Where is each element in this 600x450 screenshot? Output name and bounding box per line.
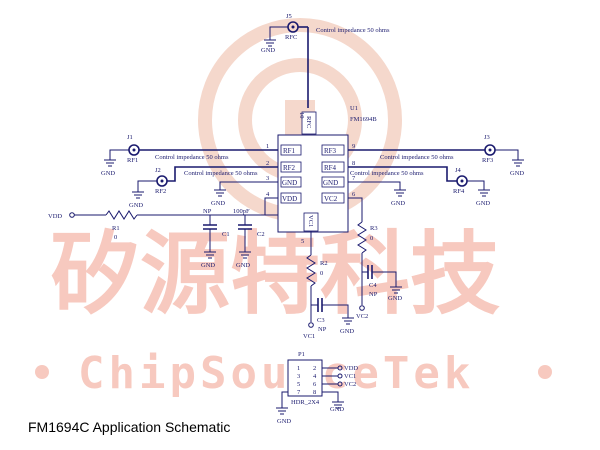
p1-ref: P1 xyxy=(298,351,305,358)
connector-j5: J5 GND RFC Control impedance 50 ohms xyxy=(261,13,390,108)
c4-gnd: GND xyxy=(388,295,402,302)
c1-value: NP xyxy=(203,208,212,215)
j3-gnd: GND xyxy=(510,170,524,177)
r2-ref: R2 xyxy=(320,260,328,267)
vdd-input-label: VDD xyxy=(48,213,62,220)
p1-pin6: 6 xyxy=(313,381,317,388)
vdd-section: VDD R1 0 NP 100pF C1 GND C2 GND xyxy=(48,197,278,269)
j2-note: Control impedance 50 ohms xyxy=(184,170,258,177)
c3-ref: C3 xyxy=(317,317,325,324)
j3-net: RF3 xyxy=(482,157,493,164)
ic-u1: U1 FM1694B 10 RFC RF1 RF2 GND VDD RF3 RF… xyxy=(266,105,377,245)
c4-value: NP xyxy=(369,291,378,298)
p1-gnd-right: GND xyxy=(330,406,344,413)
r3-ref: R3 xyxy=(370,225,378,232)
c4-ref: C4 xyxy=(369,282,377,289)
ic-pin8-num: 8 xyxy=(352,160,355,167)
ic-pin5-name: VC1 xyxy=(307,215,314,227)
ic-pin6-name: VC2 xyxy=(324,195,338,203)
j5-gnd: GND xyxy=(261,47,275,54)
r1-ref: R1 xyxy=(112,225,120,232)
j4-note: Control impedance 50 ohms xyxy=(350,170,424,177)
ic-ref: U1 xyxy=(350,105,358,112)
p1-pin5: 5 xyxy=(297,381,300,388)
vc1-section: R2 0 GND C3 NP VC1 xyxy=(303,231,354,340)
ic-pin9-num: 9 xyxy=(352,143,355,150)
schematic-caption: FM1694C Application Schematic xyxy=(28,419,230,435)
j2-gnd: GND xyxy=(129,202,143,209)
pin7-gnd-label: GND xyxy=(391,200,405,207)
ic-pin4-num: 4 xyxy=(266,191,270,198)
p1-pin3: 3 xyxy=(297,373,300,380)
watermark-cn: 矽源特科技 xyxy=(50,222,500,327)
connector-j3: J3 RF3 GND Control impedance 50 ohms xyxy=(348,134,524,177)
ic-pin10-num: 10 xyxy=(298,112,305,119)
j5-note: Control impedance 50 ohms xyxy=(316,27,390,34)
j2-ref: J2 xyxy=(155,167,161,174)
c1-gnd: GND xyxy=(201,262,215,269)
p1-pin8: 8 xyxy=(313,389,316,396)
j1-note: Control impedance 50 ohms xyxy=(155,154,229,161)
j2-net: RF2 xyxy=(155,188,166,195)
ic-pin10-name: RFC xyxy=(305,116,312,128)
c2-value: 100pF xyxy=(233,208,250,215)
connector-j4: J4 RF4 GND Control impedance 50 ohms xyxy=(348,166,490,207)
ic-pin1-num: 1 xyxy=(266,143,269,150)
pin3-gnd-label: GND xyxy=(211,200,225,207)
r2-value: 0 xyxy=(320,270,323,277)
j5-net: RFC xyxy=(285,34,297,41)
ic-pin2-num: 2 xyxy=(266,160,269,167)
ic-pin7-name: GND xyxy=(323,179,338,187)
p1-pin2: 2 xyxy=(313,365,316,372)
gnd-pin3: GND xyxy=(211,181,278,207)
gnd-pin7: GND xyxy=(348,181,406,207)
j3-note: Control impedance 50 ohms xyxy=(380,154,454,161)
j4-gnd: GND xyxy=(476,200,490,207)
c3-value: NP xyxy=(318,326,327,333)
vc2-net: VC2 xyxy=(356,313,368,320)
j4-ref: J4 xyxy=(455,167,462,174)
connector-j1: J1 RF1 GND Control impedance 50 ohms xyxy=(101,134,278,177)
p1-pin1: 1 xyxy=(297,365,300,372)
vc1-net: VC1 xyxy=(303,333,315,340)
ic-pin5-num: 5 xyxy=(301,238,304,245)
j1-net: RF1 xyxy=(127,157,138,164)
j1-ref: J1 xyxy=(127,134,133,141)
ic-pin9-name: RF3 xyxy=(324,147,337,155)
connector-j2: J2 RF2 GND Control impedance 50 ohms xyxy=(129,166,278,209)
ic-pin7-num: 7 xyxy=(352,175,356,182)
p1-signal-vdd: VDD xyxy=(344,365,358,372)
p1-signal-vc1: VC1 xyxy=(344,373,356,380)
p1-part: HDR_2X4 xyxy=(291,399,320,406)
ic-pin3-num: 3 xyxy=(266,175,269,182)
p1-gnd-left: GND xyxy=(277,418,291,425)
ic-pin1-name: RF1 xyxy=(283,147,296,155)
j5-ref: J5 xyxy=(286,13,292,20)
r3-value: 0 xyxy=(370,235,373,242)
ic-pin3-name: GND xyxy=(282,179,297,187)
r1-value: 0 xyxy=(114,234,117,241)
ic-pin6-num: 6 xyxy=(352,191,356,198)
ic-part: FM1694B xyxy=(350,116,377,123)
c3-gnd: GND xyxy=(340,328,354,335)
vc2-section: R3 0 GND C4 NP VC2 xyxy=(348,197,402,320)
header-p1: P1 1 3 5 7 2 4 6 8 HDR_2X4 VDD VC1 VC2 G… xyxy=(276,351,358,425)
c1-ref: C1 xyxy=(222,231,230,238)
c2-ref: C2 xyxy=(257,231,265,238)
ic-pin2-name: RF2 xyxy=(283,164,296,172)
c2-gnd: GND xyxy=(236,262,250,269)
p1-pin4: 4 xyxy=(313,373,317,380)
ic-pin8-name: RF4 xyxy=(324,164,337,172)
p1-pin7: 7 xyxy=(297,389,301,396)
j1-gnd: GND xyxy=(101,170,115,177)
ic-pin4-name: VDD xyxy=(282,195,297,203)
p1-signal-vc2: VC2 xyxy=(344,381,356,388)
watermark-en: ChipSourceTek xyxy=(78,348,474,399)
j3-ref: J3 xyxy=(484,134,490,141)
j4-net: RF4 xyxy=(453,188,465,195)
